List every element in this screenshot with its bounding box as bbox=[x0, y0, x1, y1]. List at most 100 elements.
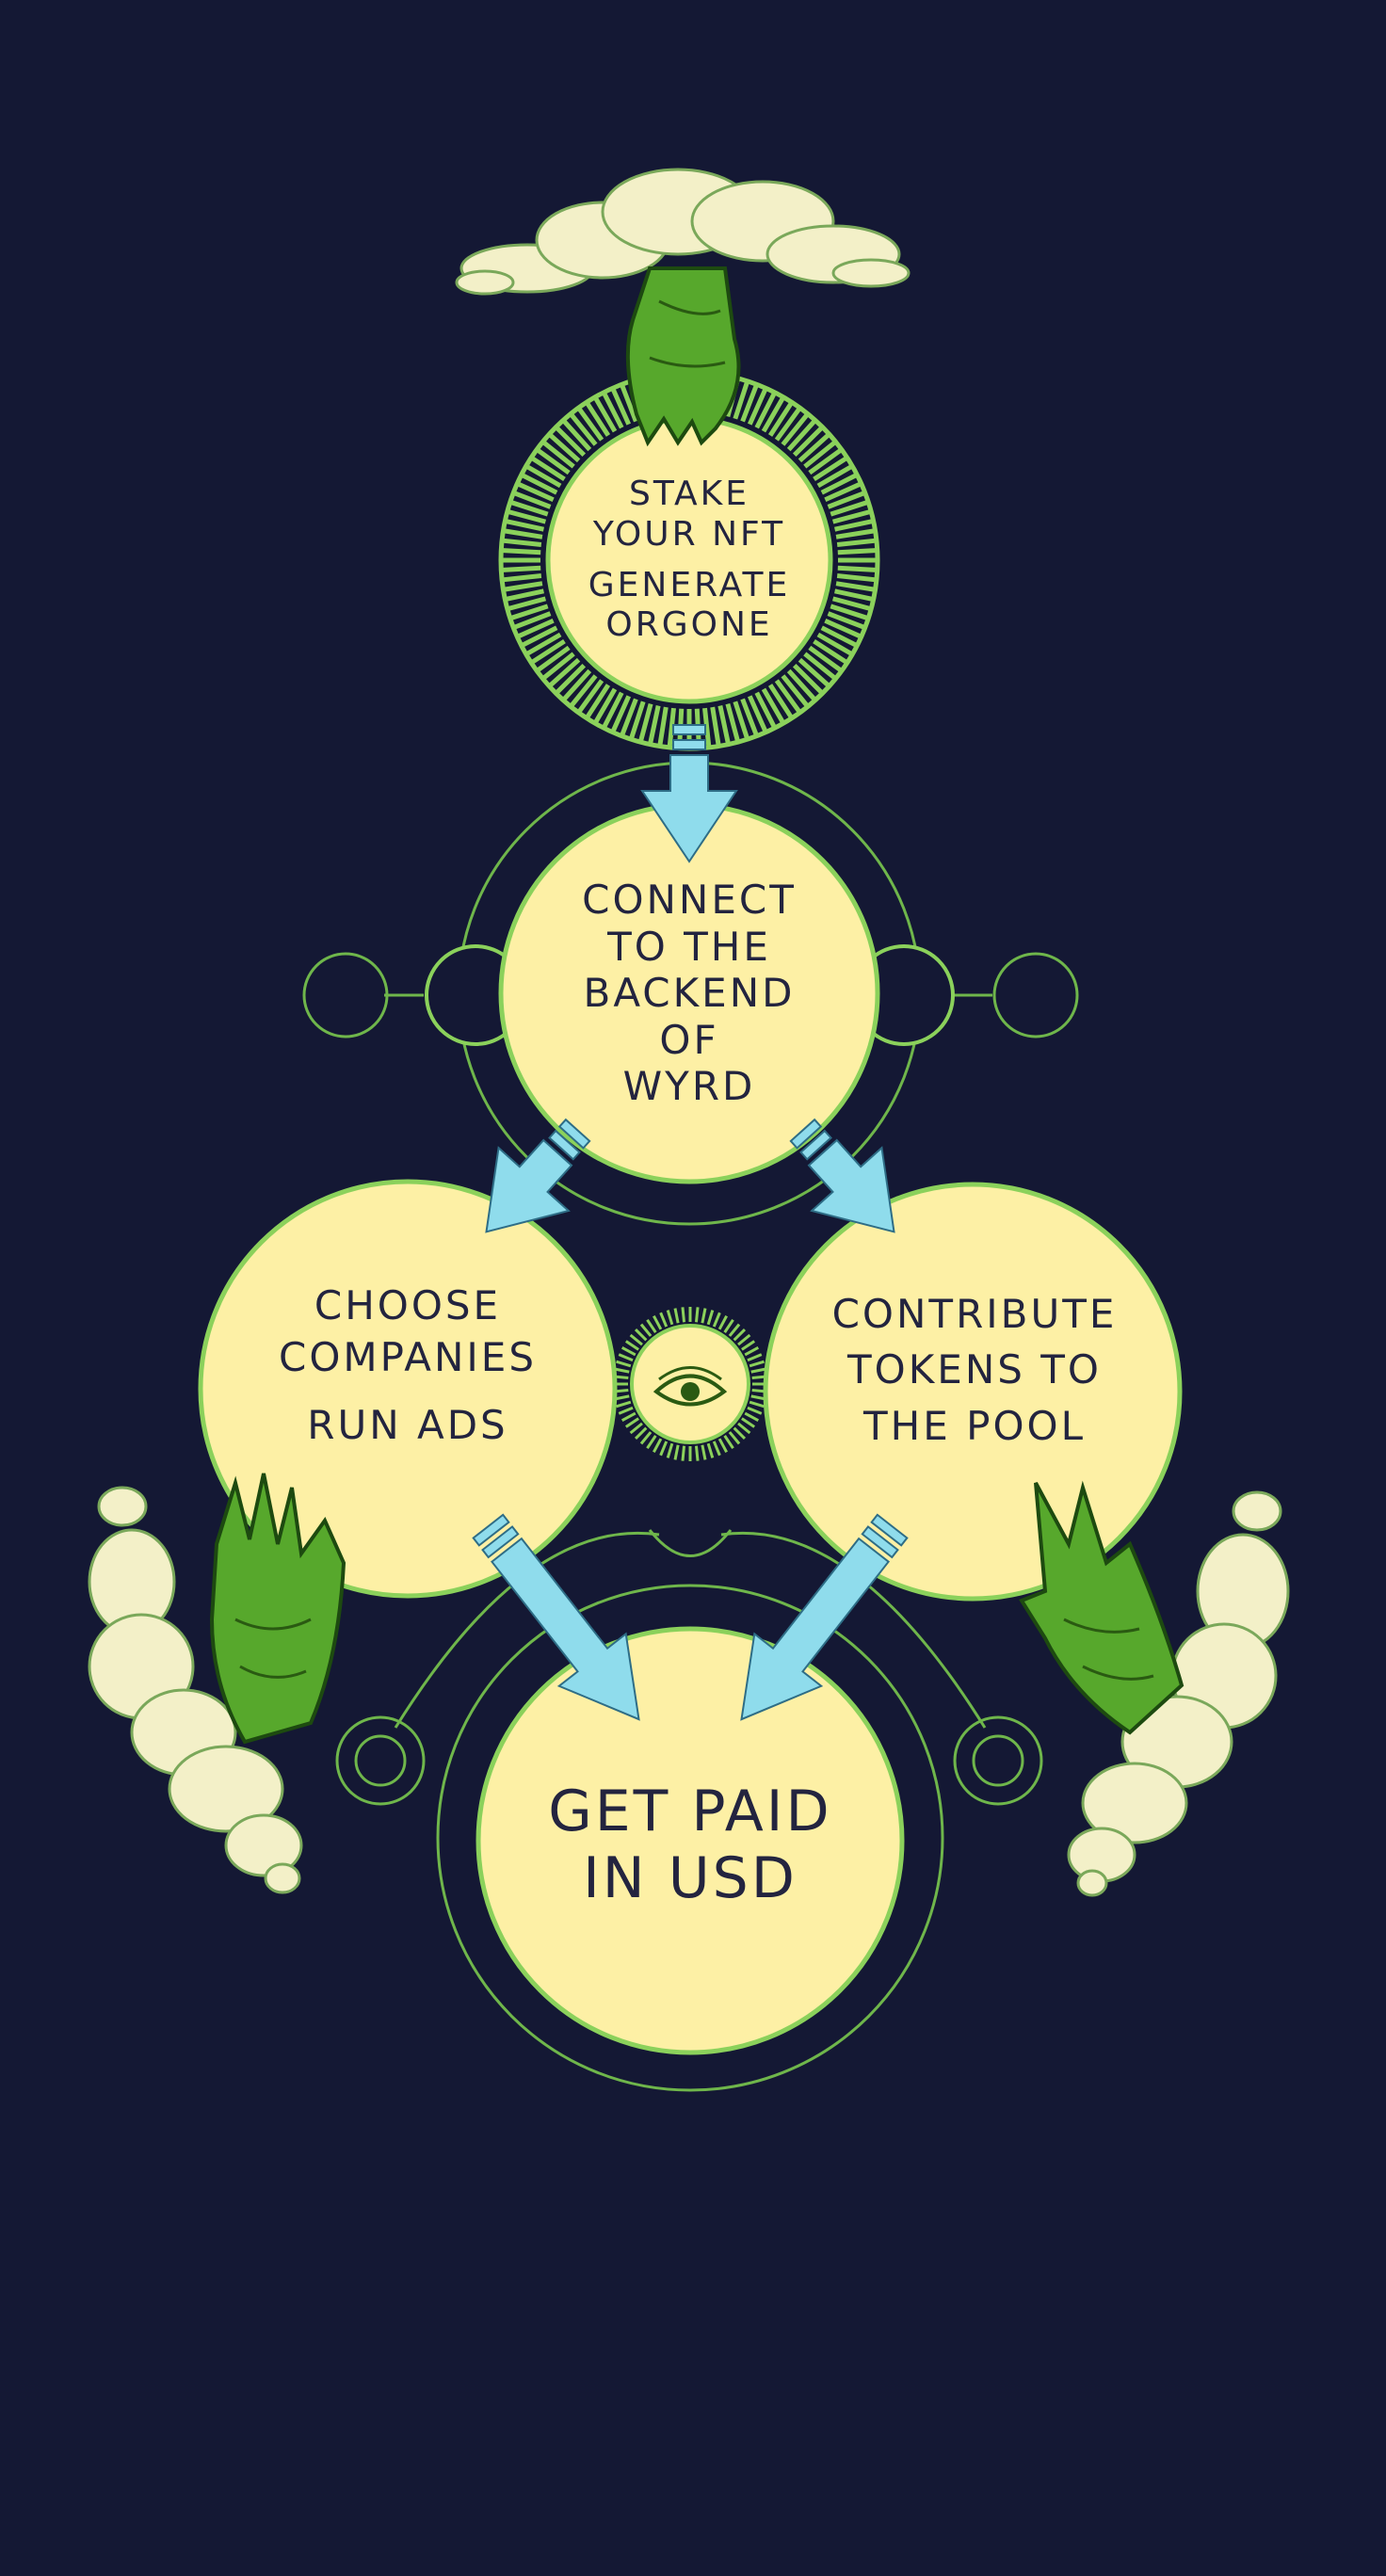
sunburst-ray bbox=[614, 1394, 630, 1401]
connect-label-line4: OF bbox=[659, 1016, 719, 1063]
sunburst-ray bbox=[522, 625, 558, 648]
sunburst-ray bbox=[706, 1442, 715, 1458]
sunburst-ray bbox=[618, 1353, 634, 1362]
sunburst-ray bbox=[723, 1318, 734, 1333]
sunburst-ray bbox=[542, 441, 575, 469]
flow-arrows bbox=[472, 724, 909, 1721]
sunburst-ray bbox=[503, 573, 542, 583]
sunburst-ray bbox=[514, 491, 552, 509]
sunburst-ray bbox=[549, 433, 581, 463]
sunburst-ray bbox=[751, 1375, 767, 1380]
sunburst-ray bbox=[808, 448, 842, 475]
sunburst-ray bbox=[562, 420, 592, 452]
sunburst-ray bbox=[522, 473, 558, 495]
sunburst-ray bbox=[694, 1445, 700, 1461]
sunburst-ray bbox=[831, 596, 870, 611]
sunburst-ray bbox=[820, 625, 857, 648]
sunburst-ray bbox=[816, 464, 852, 489]
sunburst-ray bbox=[593, 687, 618, 723]
sunburst-ray bbox=[725, 702, 740, 741]
sunburst-ray bbox=[702, 707, 712, 747]
sunburst-ray bbox=[613, 1375, 629, 1380]
left-orbit-circle bbox=[302, 952, 389, 1038]
sunburst-ray bbox=[537, 645, 571, 672]
sunburst-ray bbox=[570, 674, 598, 707]
stake-label-line4: ORGONE bbox=[605, 605, 773, 645]
sunburst-ray bbox=[537, 448, 571, 475]
sunburst-ray bbox=[648, 705, 661, 744]
sunburst-ray bbox=[728, 1323, 741, 1337]
sunburst-ray bbox=[710, 706, 721, 745]
sunburst-ray bbox=[634, 1426, 648, 1441]
sunburst-ray bbox=[712, 1441, 721, 1457]
sunburst-ray bbox=[681, 1445, 686, 1461]
sunburst-ray bbox=[602, 691, 624, 728]
sunburst-ray bbox=[808, 645, 842, 672]
sunburst-ray bbox=[740, 698, 759, 735]
sunburst-ray bbox=[666, 1442, 674, 1458]
sunburst-ray bbox=[774, 679, 801, 713]
sunburst-ray bbox=[717, 1314, 728, 1330]
sunburst-ray bbox=[549, 657, 581, 687]
sunburst-ray bbox=[620, 1411, 637, 1422]
sunburst-ray bbox=[733, 700, 749, 739]
sunburst-ray bbox=[518, 482, 555, 503]
sunburst-ray bbox=[827, 611, 864, 630]
sunburst-ray bbox=[728, 1431, 741, 1445]
sunburst-ray bbox=[786, 668, 816, 700]
sunburst-ray bbox=[740, 385, 759, 423]
sunburst-ray bbox=[506, 519, 544, 532]
arrow-contribute-to-paid bbox=[740, 1513, 909, 1721]
stake-node: STAKE YOUR NFT GENERATE ORGONE bbox=[548, 461, 830, 659]
sunburst-ray bbox=[526, 464, 562, 489]
sunburst-ray bbox=[694, 1307, 700, 1323]
left-smoke-cloud-icon bbox=[88, 1486, 303, 1894]
sunburst-ray bbox=[577, 408, 604, 442]
sunburst-ray bbox=[518, 618, 555, 638]
sunburst-ray bbox=[749, 1360, 765, 1368]
sunburst-ray bbox=[531, 638, 566, 664]
sunburst-ray bbox=[611, 389, 632, 426]
sunburst-ray bbox=[586, 684, 611, 718]
sunburst-ray bbox=[747, 1353, 763, 1362]
stake-label-line3: GENERATE bbox=[588, 566, 791, 604]
sunburst-ray bbox=[754, 691, 777, 728]
paid-node: GET PAID IN USD bbox=[502, 1775, 878, 1916]
sunburst-ray bbox=[593, 397, 618, 433]
sunburst-ray bbox=[556, 663, 587, 694]
sunburst-ray bbox=[706, 1310, 715, 1326]
sunburst-ray bbox=[639, 1323, 653, 1337]
sunburst-ray bbox=[744, 1346, 760, 1357]
sunburst-ray bbox=[503, 565, 541, 572]
sunburst-ray bbox=[629, 700, 646, 739]
connect-label-line3: BACKEND bbox=[583, 970, 796, 1017]
sunburst-ray bbox=[835, 528, 874, 539]
sunburst-ray bbox=[629, 1422, 643, 1435]
sunburst-ray bbox=[717, 1438, 728, 1454]
sunburst-ray bbox=[741, 1417, 756, 1428]
sunburst-ray bbox=[570, 413, 598, 446]
connect-label-line1: CONNECT bbox=[582, 877, 797, 924]
sunburst-ray bbox=[646, 1435, 657, 1450]
sunburst-ray bbox=[792, 663, 823, 694]
sunburst-ray bbox=[717, 705, 731, 744]
pointing-hand-icon bbox=[625, 266, 741, 447]
sunburst-ray bbox=[659, 1312, 669, 1328]
sunburst-ray bbox=[629, 1333, 643, 1346]
sunburst-ray bbox=[798, 657, 830, 687]
choose-label-line2: COMPANIES bbox=[279, 1334, 537, 1381]
connect-node: CONNECT TO THE BACKEND OF WYRD bbox=[520, 871, 859, 1116]
arrow-connect-to-contribute bbox=[789, 1118, 895, 1233]
sunburst-ray bbox=[611, 695, 632, 732]
contribute-label-line3: THE POOL bbox=[863, 1402, 1086, 1449]
sunburst-ray bbox=[798, 433, 830, 463]
smoke-cloud-icon bbox=[455, 168, 911, 296]
sunburst-ray bbox=[733, 381, 749, 420]
sunburst-ray bbox=[834, 519, 873, 532]
decorative-rings bbox=[302, 761, 1079, 2092]
choose-label-line3: RUN ADS bbox=[307, 1401, 508, 1448]
sunburst-ray bbox=[837, 565, 876, 572]
sunburst-ray bbox=[510, 500, 549, 517]
sunburst-ray bbox=[761, 397, 785, 433]
